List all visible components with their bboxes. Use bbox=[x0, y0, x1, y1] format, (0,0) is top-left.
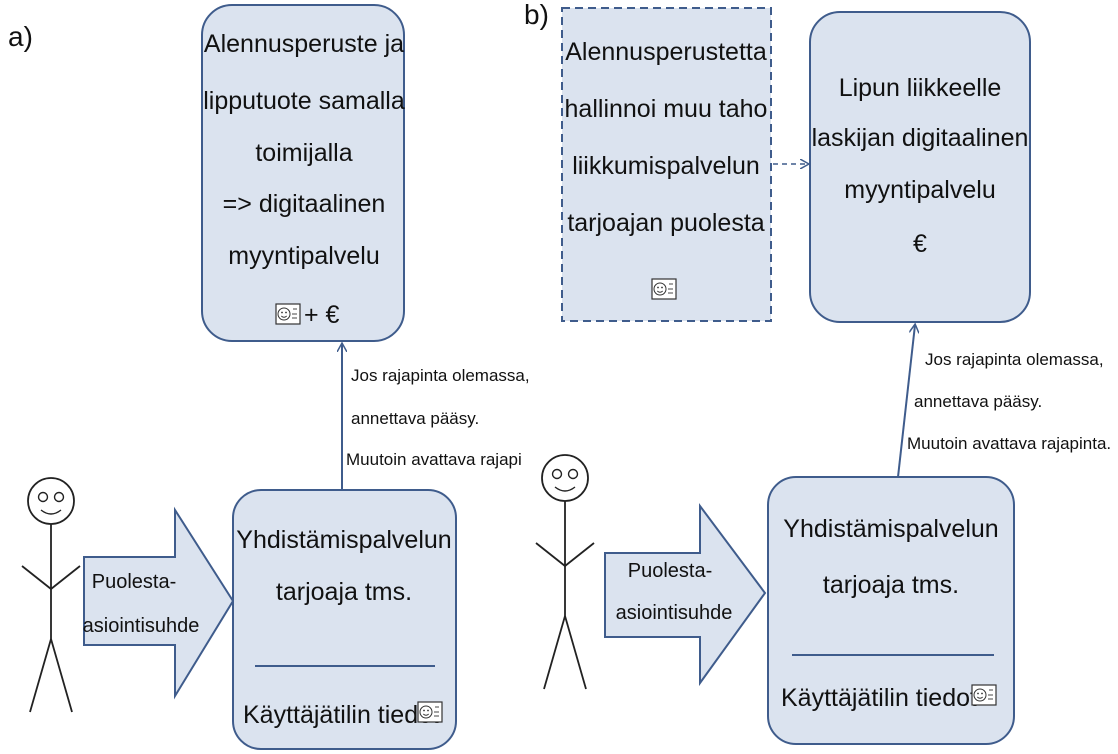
panel-a-block-arrow bbox=[83, 506, 235, 700]
panel-b-connector-line-1: Jos rajapinta olemassa, bbox=[925, 350, 1104, 369]
panel-b-top-box-line-2: laskijan digitaalinen bbox=[812, 124, 1029, 152]
id-card-icon bbox=[417, 701, 443, 723]
person-icon bbox=[21, 477, 81, 713]
panel-a-connector-line-3: Muutoin avattava rajapi bbox=[346, 450, 522, 469]
panel-b-dashed-box-line-4: tarjoajan puolesta bbox=[567, 209, 764, 237]
panel-a-top-box-line-5: myyntipalvelu bbox=[228, 242, 379, 270]
panel-b-bottom-box bbox=[767, 476, 1015, 745]
person-icon bbox=[535, 454, 595, 690]
panel-a-top-box-line-2: lipputuote samalla bbox=[203, 87, 405, 115]
id-card-icon bbox=[651, 278, 677, 300]
panel-b-dashed-box bbox=[561, 7, 772, 322]
panel-b-bottom-box-footer: Käyttäjätilin tiedot bbox=[781, 684, 977, 712]
panel-a-connector-line-2: annettava pääsy. bbox=[351, 409, 479, 428]
panel-a-top-box-suffix: + € bbox=[304, 301, 340, 329]
panel-b-connector-arrow bbox=[897, 325, 915, 478]
panel-a-connector-line-1: Jos rajapinta olemassa, bbox=[351, 366, 530, 385]
panel-b-block-arrow bbox=[604, 502, 767, 687]
panel-b-dashed-box-line-2: hallinnoi muu taho bbox=[565, 95, 768, 123]
panel-a-label: a) bbox=[8, 21, 33, 52]
panel-b: b) Alennusperustetta hallinnoi muu taho … bbox=[524, 0, 1111, 745]
panel-b-connector-line-3: Muutoin avattava rajapinta. bbox=[907, 434, 1111, 453]
panel-b-block-arrow-line-2: asiointisuhde bbox=[616, 602, 733, 624]
panel-b-dashed-box-line-3: liikkumispalvelun bbox=[572, 152, 760, 180]
panel-a-bottom-box bbox=[232, 489, 457, 750]
panel-b-connector-line-2: annettava pääsy. bbox=[914, 392, 1042, 411]
panel-a-bottom-box-line-1: Yhdistämispalvelun bbox=[236, 526, 451, 554]
panel-a-top-box bbox=[201, 4, 405, 342]
panel-b-bottom-box-line-1: Yhdistämispalvelun bbox=[783, 515, 998, 543]
id-card-icon bbox=[275, 303, 301, 325]
panel-a-block-arrow-line-2: asiointisuhde bbox=[83, 615, 200, 637]
panel-a: a) Alennusperuste ja lipputuote samalla … bbox=[8, 4, 530, 750]
panel-a-top-box-line-3: toimijalla bbox=[255, 139, 352, 167]
panel-a-block-arrow-line-1: Puolesta- bbox=[92, 571, 177, 593]
panel-b-top-box-line-1: Lipun liikkeelle bbox=[839, 74, 1002, 102]
panel-b-block-arrow-line-1: Puolesta- bbox=[628, 560, 713, 582]
panel-b-label: b) bbox=[524, 0, 549, 30]
panel-b-dashed-box-line-1: Alennusperustetta bbox=[565, 38, 767, 66]
panel-a-bottom-box-footer: Käyttäjätilin tiedot bbox=[243, 701, 439, 729]
panel-b-top-box-line-3: myyntipalvelu bbox=[844, 176, 995, 204]
panel-a-top-box-line-1: Alennusperuste ja bbox=[204, 30, 404, 58]
id-card-icon bbox=[971, 684, 997, 706]
panel-b-bottom-box-line-2: tarjoaja tms. bbox=[823, 571, 959, 599]
panel-a-bottom-box-line-2: tarjoaja tms. bbox=[276, 578, 412, 606]
panel-a-top-box-line-4: => digitaalinen bbox=[223, 190, 386, 218]
panel-b-top-box bbox=[809, 11, 1031, 323]
panel-b-top-box-line-4: € bbox=[913, 230, 927, 258]
